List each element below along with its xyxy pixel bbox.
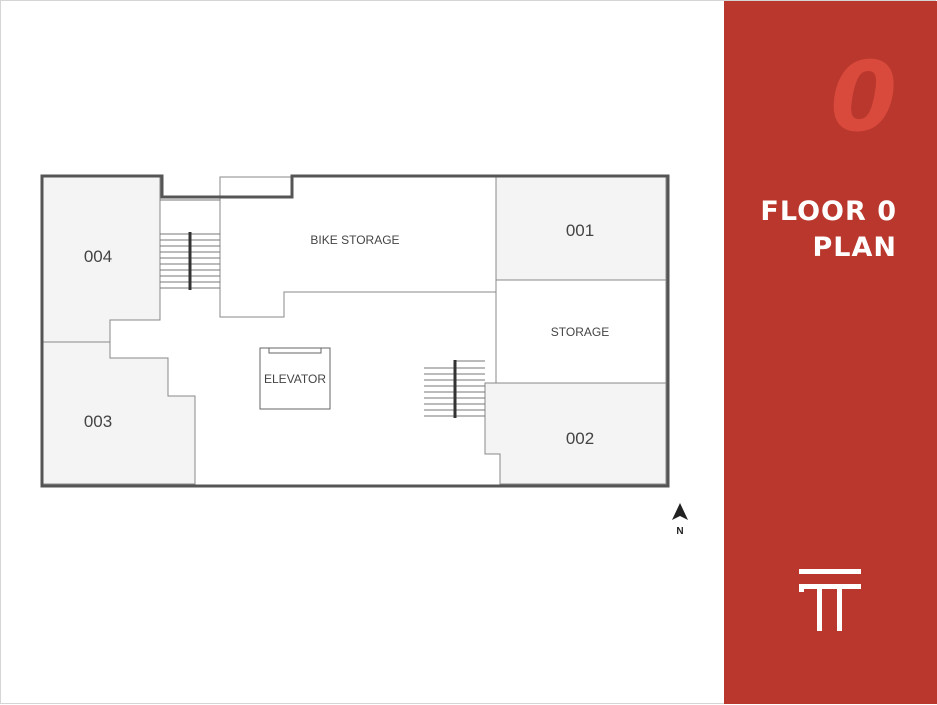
- side-panel: 0 FLOOR 0 PLAN: [724, 1, 937, 704]
- room-003: [42, 341, 196, 485]
- room-002: [484, 382, 667, 485]
- panel-title-line-2: PLAN: [812, 232, 897, 263]
- room-001: [495, 176, 667, 281]
- room-label-004: 004: [84, 247, 112, 266]
- floor-plan: 004 003 001 002 BIKE STORAGE STORAGE ELE…: [40, 174, 688, 537]
- elevator: [259, 347, 331, 410]
- north-label: N: [676, 526, 683, 537]
- north-arrow: N: [672, 503, 688, 537]
- panel-title: FLOOR 0 PLAN: [760, 194, 897, 266]
- room-label-001: 001: [566, 221, 594, 240]
- room-storage: [495, 279, 667, 384]
- room-label-elevator: ELEVATOR: [264, 372, 326, 386]
- room-label-bike-storage: BIKE STORAGE: [310, 233, 399, 247]
- room-label-003: 003: [84, 412, 112, 431]
- outer-wall: [40, 174, 670, 488]
- north-arrow-icon: [672, 503, 688, 520]
- stairs-east: [424, 360, 485, 418]
- room-label-storage: STORAGE: [551, 325, 609, 339]
- floor-number: 0: [830, 41, 897, 153]
- room-label-002: 002: [566, 429, 594, 448]
- room-fills: [42, 176, 667, 485]
- stairs-north: [160, 199, 220, 290]
- panel-title-line-1: FLOOR 0: [760, 196, 897, 227]
- building-logo-icon: [799, 569, 861, 631]
